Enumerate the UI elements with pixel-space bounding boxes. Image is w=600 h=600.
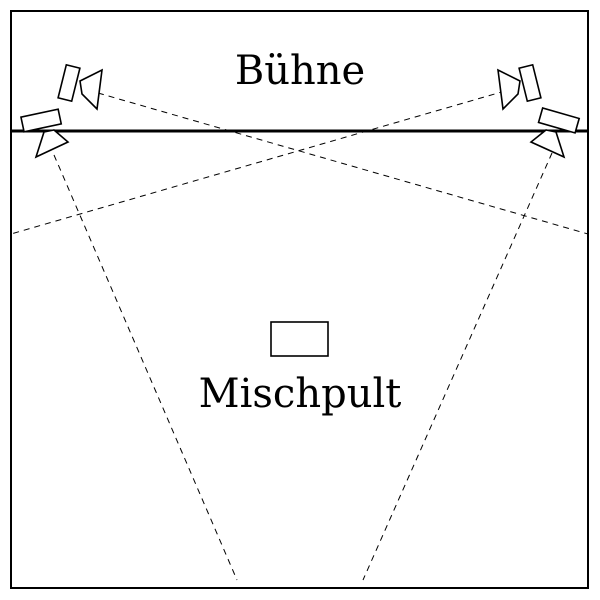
coverage-line-upper-right (10, 90, 506, 235)
coverage-line-lower-left (53, 154, 238, 581)
stage-label: Bühne (235, 48, 365, 94)
room-outline (10, 10, 589, 589)
speaker-icon-lower-right (529, 107, 581, 159)
speaker-icon-upper-left (57, 63, 103, 111)
speaker-icon-lower-left (20, 108, 70, 159)
mixer-desk (270, 321, 329, 357)
speaker-icon-upper-right (497, 63, 542, 111)
mixer-label: Mischpult (199, 371, 402, 417)
coverage-line-upper-left (97, 92, 589, 235)
coverage-line-lower-right (362, 152, 553, 581)
